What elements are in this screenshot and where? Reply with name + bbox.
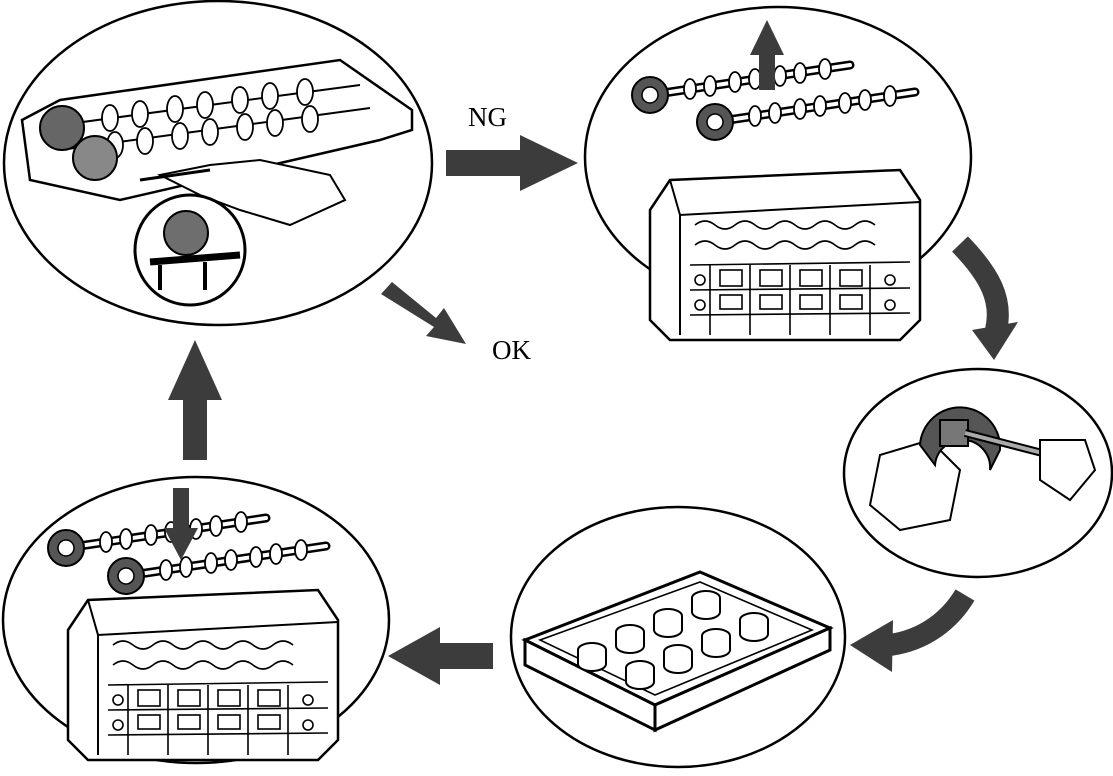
ok-label: OK [492,335,531,365]
step-measure-panel [842,367,1113,579]
step-select-panel [509,505,847,769]
step-inspect-panel [2,0,434,327]
arrow-to-install [388,627,493,685]
micrometer-icon [868,406,1097,532]
arrow-ok [381,282,466,344]
arrow-to-inspect [168,340,222,460]
arrow-to-measure [952,236,1018,360]
camshafts-lifted-from-head-icon [632,20,922,342]
camshaft-on-head-with-feeler-gauge-icon [20,58,414,307]
ng-label: NG [468,102,507,132]
camshafts-lowered-onto-head-icon [48,488,340,762]
shim-tray-icon [521,570,834,733]
arrow-ng [446,135,578,191]
arrow-to-shims [850,589,975,672]
step-install-panel [1,475,391,765]
step-remove-panel [583,5,973,342]
